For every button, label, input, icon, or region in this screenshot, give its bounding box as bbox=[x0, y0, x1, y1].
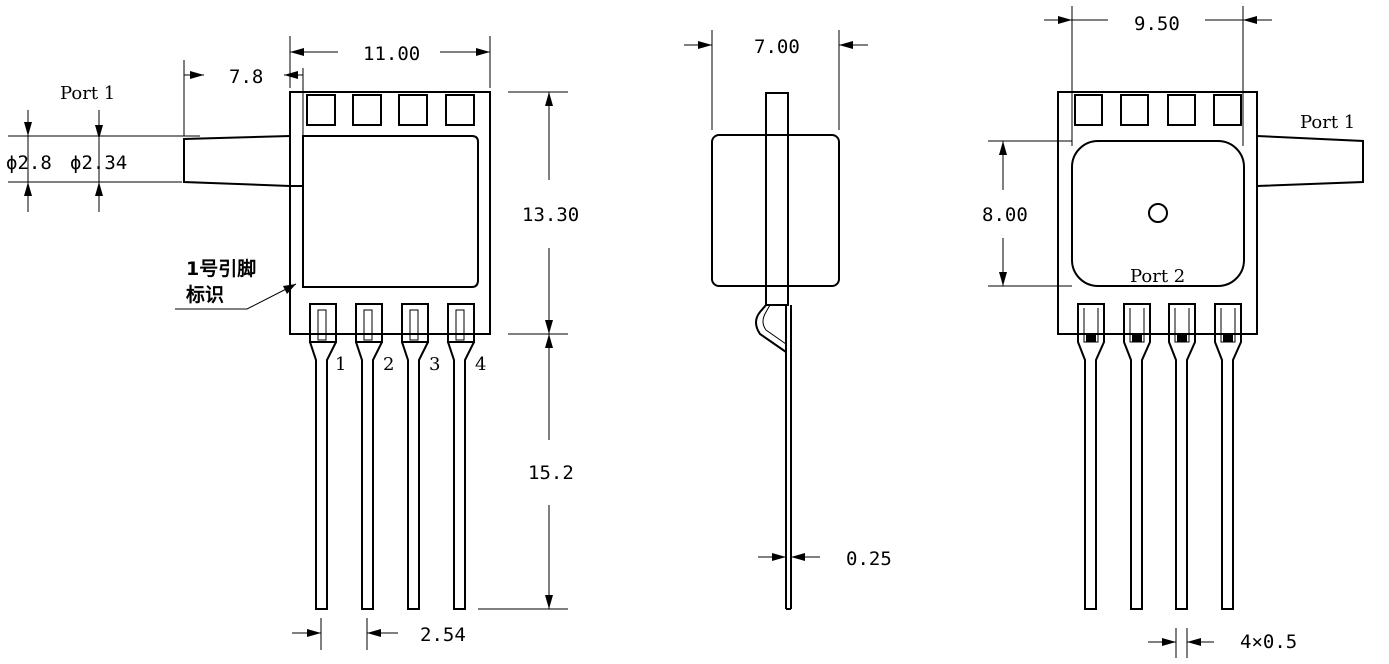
front-body-outline bbox=[289, 91, 491, 335]
dim-inner-diameter-label: ϕ2.34 bbox=[70, 152, 127, 174]
dim-side-depth bbox=[684, 30, 868, 130]
front-view: 1 2 3 4 11.00 7.8 Port 1 bbox=[6, 36, 579, 650]
back-top-tabs bbox=[1074, 94, 1242, 126]
dim-outer-diameter-label: ϕ2.8 bbox=[6, 152, 52, 174]
pin-number-2: 2 bbox=[383, 354, 394, 375]
dim-side-depth-label: 7.00 bbox=[754, 36, 800, 58]
back-leads bbox=[1077, 303, 1242, 610]
dim-front-width bbox=[289, 36, 491, 88]
front-top-tabs bbox=[306, 94, 475, 126]
back-port-tube bbox=[1256, 135, 1364, 187]
front-port-label: Port 1 bbox=[60, 83, 115, 104]
front-inner-window bbox=[302, 135, 479, 288]
back-port2-label: Port 2 bbox=[1130, 266, 1185, 287]
dim-side-thickness bbox=[758, 553, 820, 561]
pin1-note-leader bbox=[175, 283, 297, 310]
dim-front-heights bbox=[478, 91, 568, 610]
dim-lead-width bbox=[1148, 628, 1214, 658]
dim-pitch-label: 2.54 bbox=[420, 624, 466, 646]
front-leads bbox=[309, 341, 475, 610]
pin-number-1: 1 bbox=[335, 354, 346, 375]
dim-port-length-label: 7.8 bbox=[229, 66, 263, 88]
dim-lead-length-label: 15.2 bbox=[528, 462, 574, 484]
side-lead-bend bbox=[755, 304, 787, 353]
back-port1-label: Port 1 bbox=[1300, 112, 1355, 133]
front-port-tube bbox=[183, 135, 291, 187]
pin-number-4: 4 bbox=[475, 354, 486, 375]
pin1-note-line2: 标识 bbox=[186, 284, 224, 306]
dim-back-width bbox=[1044, 6, 1272, 146]
front-bottom-pads bbox=[309, 303, 475, 343]
back-window bbox=[1071, 140, 1245, 287]
dim-port-diameters bbox=[8, 110, 200, 212]
back-view: Port 1 Port 2 9.50 8.00 bbox=[982, 6, 1364, 658]
side-view: 7.00 0.25 bbox=[684, 30, 892, 610]
dim-front-width-label: 11.00 bbox=[363, 43, 420, 65]
dim-back-width-label: 9.50 bbox=[1134, 13, 1180, 35]
dim-pitch bbox=[292, 618, 398, 650]
side-body bbox=[765, 92, 789, 306]
dim-body-height-label: 13.30 bbox=[522, 204, 579, 226]
dim-side-thickness-label: 0.25 bbox=[846, 548, 892, 570]
side-port-body bbox=[711, 134, 840, 287]
back-body-outline bbox=[1057, 91, 1258, 335]
dim-window-height bbox=[988, 140, 1072, 287]
pin-number-3: 3 bbox=[429, 354, 440, 375]
pin1-note-line1: 1号引脚 bbox=[186, 258, 256, 280]
back-port2-hole bbox=[1148, 203, 1168, 223]
dim-window-height-label: 8.00 bbox=[982, 204, 1028, 226]
dim-lead-width-label: 4×0.5 bbox=[1240, 631, 1297, 653]
dim-port-length bbox=[183, 60, 304, 170]
